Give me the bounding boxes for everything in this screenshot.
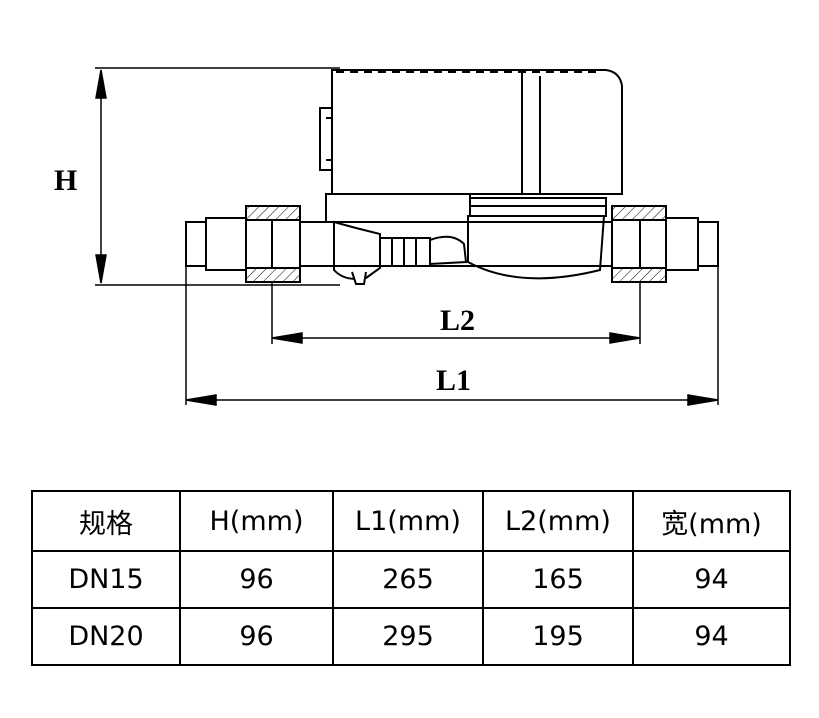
header-cell-l2: L2(mm) bbox=[482, 490, 634, 552]
l1-dimension bbox=[185, 266, 719, 406]
height-dimension bbox=[95, 67, 340, 286]
left-union-nut bbox=[205, 205, 301, 283]
water-meter-dimension-drawing: H L2 L1 bbox=[54, 67, 719, 406]
table-header-row: 规格 H(mm) L1(mm) L2(mm) 宽(mm) bbox=[31, 490, 791, 552]
meter-lower-body bbox=[325, 193, 607, 285]
right-union-nut bbox=[611, 205, 699, 283]
l1-label: L1 bbox=[436, 364, 471, 397]
height-label: H bbox=[54, 164, 77, 197]
l2-dimension bbox=[271, 282, 641, 344]
header-cell-width: 宽(mm) bbox=[632, 490, 791, 552]
table-cell-spec: DN15 bbox=[31, 550, 181, 609]
l2-label: L2 bbox=[440, 304, 475, 337]
table-row: DN20 96 295 195 94 bbox=[31, 607, 791, 666]
specification-table: 规格 H(mm) L1(mm) L2(mm) 宽(mm) DN15 96 265… bbox=[31, 490, 791, 666]
table-cell-l2: 165 bbox=[482, 550, 634, 609]
header-cell-l1: L1(mm) bbox=[332, 490, 484, 552]
table-row: DN15 96 265 165 94 bbox=[31, 550, 791, 609]
header-cell-spec: 规格 bbox=[31, 490, 181, 552]
table-cell-l1: 265 bbox=[332, 550, 484, 609]
table-cell-width: 94 bbox=[632, 550, 791, 609]
table-cell-spec: DN20 bbox=[31, 607, 181, 666]
meter-register-housing bbox=[319, 69, 623, 195]
table-cell-l2: 195 bbox=[482, 607, 634, 666]
table-cell-width: 94 bbox=[632, 607, 791, 666]
table-cell-h: 96 bbox=[179, 607, 334, 666]
header-cell-h: H(mm) bbox=[179, 490, 334, 552]
table-cell-l1: 295 bbox=[332, 607, 484, 666]
table-cell-h: 96 bbox=[179, 550, 334, 609]
